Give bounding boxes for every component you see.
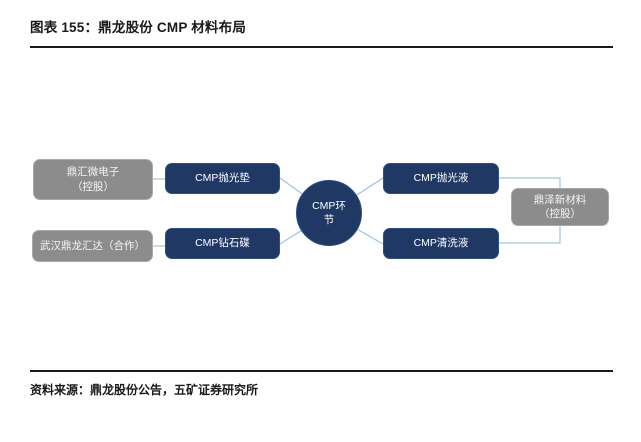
source-note: 资料来源：鼎龙股份公告，五矿证券研究所 (30, 383, 259, 397)
node-label: 武汉鼎龙汇达（合作） (40, 239, 145, 252)
footer-rule (30, 370, 613, 372)
title-rule (30, 46, 613, 48)
node-label-line2: （控股） (539, 208, 581, 220)
node-label: CMP抛光液 (413, 172, 469, 185)
node-label-line2: （控股） (72, 180, 114, 193)
node-cmp-diamond-disk: CMP钻石碟 (165, 228, 280, 259)
node-label: CMP钻石碟 (195, 237, 250, 250)
node-cmp-polishing-pad: CMP抛光垫 (165, 163, 280, 194)
node-label: CMP环节 (312, 199, 346, 226)
node-label-line1: 鼎汇微电子 (66, 166, 120, 179)
node-wuhan-dinglong-huida: 武汉鼎龙汇达（合作） (32, 230, 153, 262)
node-dinghui-microelectronics: 鼎汇微电子 （控股） (33, 159, 153, 200)
node-cmp-process-circle: CMP环节 (296, 180, 362, 246)
node-dingze-new-materials: 鼎泽新材料 （控股） (511, 188, 609, 226)
node-label-line1: 鼎泽新材料 (533, 193, 587, 206)
node-cmp-polishing-slurry: CMP抛光液 (383, 163, 499, 194)
node-cmp-cleaning-solution: CMP清洗液 (383, 228, 499, 259)
node-label: 鼎汇微电子 （控股） (67, 165, 120, 193)
node-label: CMP抛光垫 (195, 172, 250, 185)
figure-title: 图表 155：鼎龙股份 CMP 材料布局 (30, 20, 247, 35)
node-label: 鼎泽新材料 （控股） (534, 193, 587, 221)
node-label: CMP清洗液 (413, 237, 469, 250)
